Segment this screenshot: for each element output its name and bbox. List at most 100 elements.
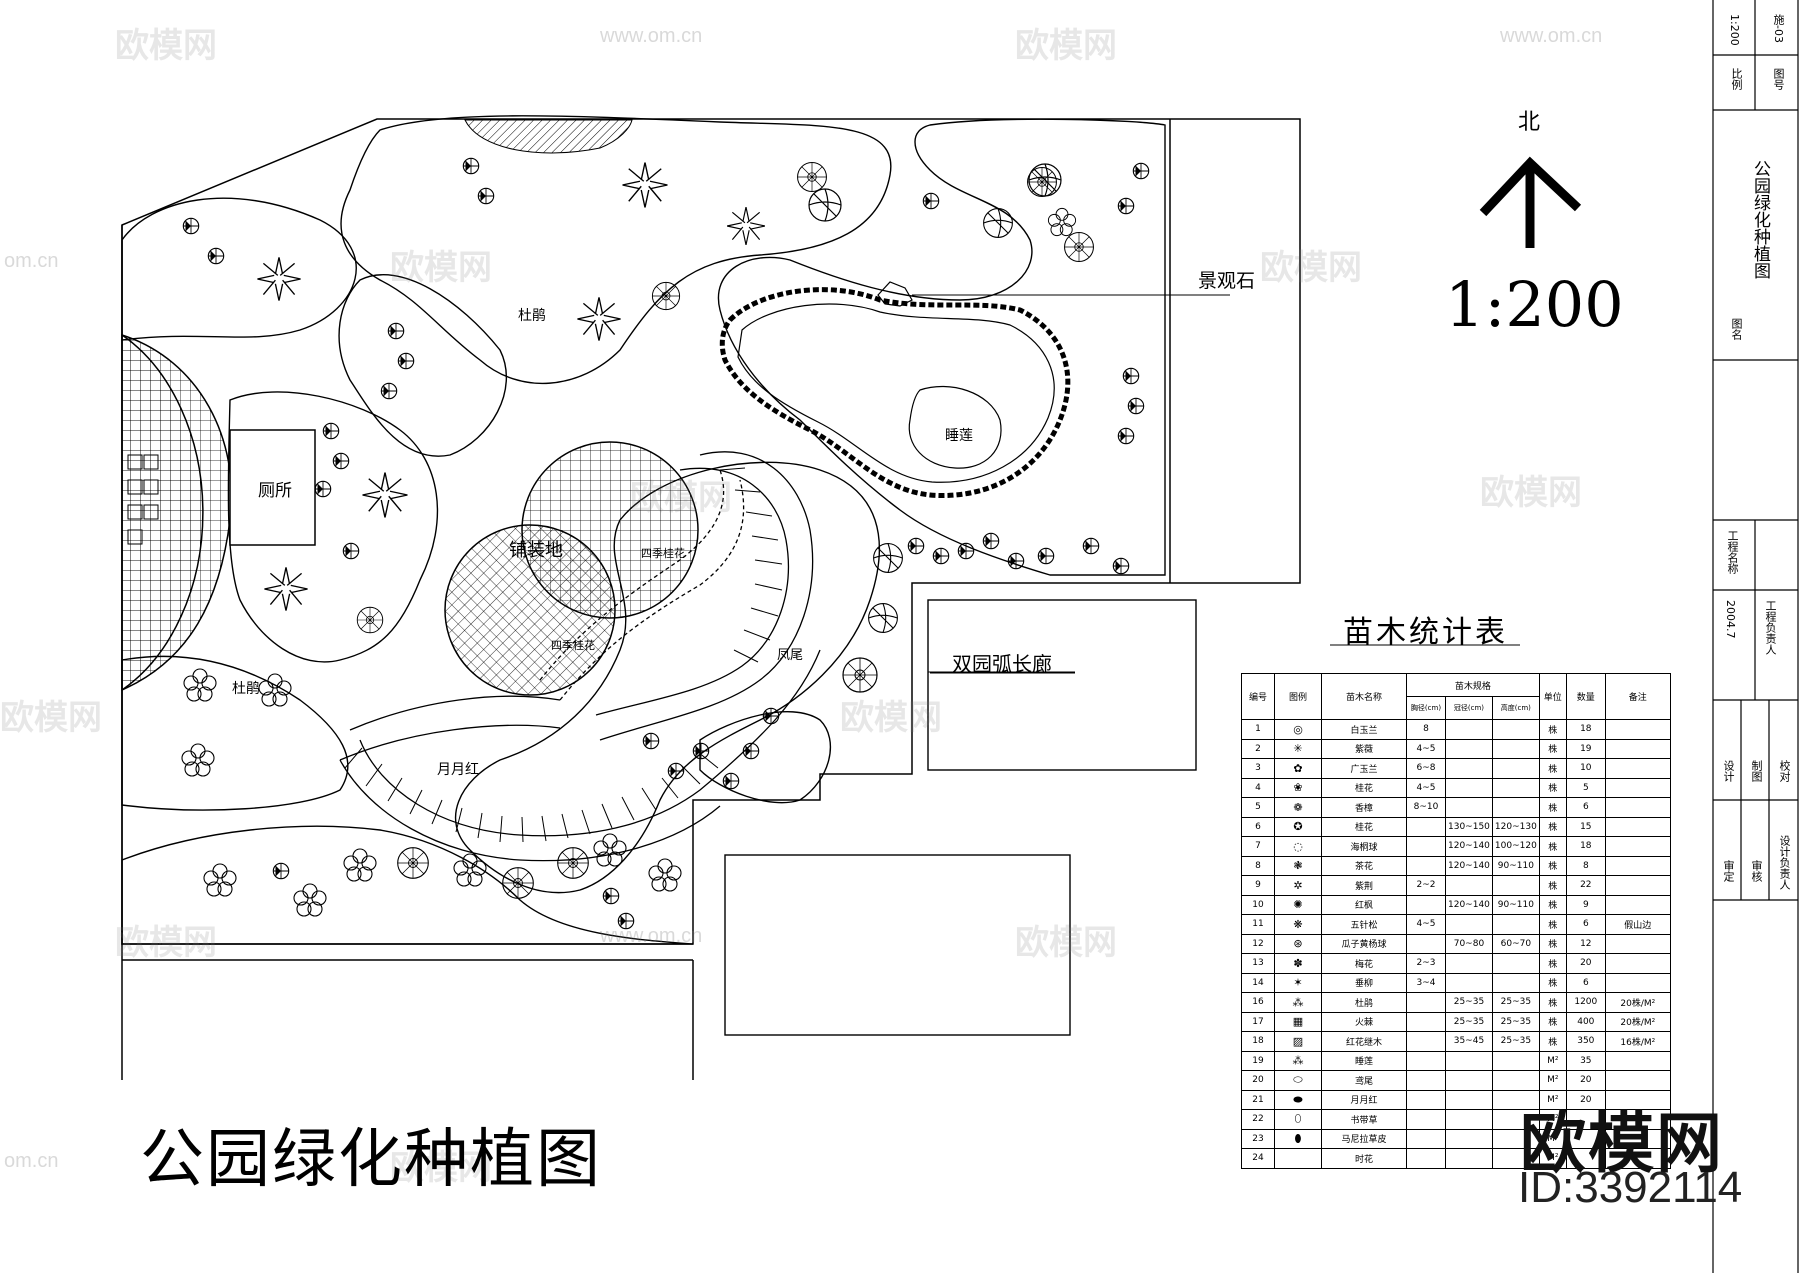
cell-unit: M² xyxy=(1538,1050,1567,1071)
cell-note xyxy=(1604,972,1671,993)
corridor-building xyxy=(724,599,1197,1036)
cell-spec-height xyxy=(1491,914,1540,935)
cell-qty: 18 xyxy=(1565,836,1606,857)
cell-spec-crown xyxy=(1445,738,1493,759)
cell-legend: ⬭ xyxy=(1274,1070,1322,1091)
cell-legend: ◎ xyxy=(1274,719,1322,740)
landscape-rock xyxy=(877,281,1230,307)
cell-name: 鸢尾 xyxy=(1321,1070,1407,1091)
cell-name: 红花继木 xyxy=(1321,1031,1407,1052)
cell-note xyxy=(1604,738,1671,759)
col-note: 备注 xyxy=(1604,673,1671,720)
watermark-url: www.om.cn xyxy=(1500,25,1603,47)
watermark-url: www.om.cn xyxy=(600,25,703,47)
cell-no: 14 xyxy=(1241,972,1275,993)
cell-legend: ▦ xyxy=(1274,1011,1322,1032)
cell-legend: ✶ xyxy=(1274,972,1322,993)
cell-no: 11 xyxy=(1241,914,1275,935)
cell-spec-dbh: 8~10 xyxy=(1406,797,1446,818)
cell-qty: 400 xyxy=(1565,1011,1606,1032)
cell-unit: 株 xyxy=(1538,1011,1567,1032)
cell-no: 17 xyxy=(1241,1011,1275,1032)
planting-beds xyxy=(121,115,1166,945)
cell-name: 月月红 xyxy=(1321,1089,1407,1110)
cell-spec-crown xyxy=(1445,1089,1493,1110)
cell-legend: ✪ xyxy=(1274,816,1322,837)
cell-legend: ⬯ xyxy=(1274,1109,1322,1130)
cell-spec-dbh xyxy=(1406,1031,1446,1052)
cell-qty: 9 xyxy=(1565,894,1606,915)
watermark-brand: 欧模网 xyxy=(390,248,492,288)
cell-unit: 株 xyxy=(1538,816,1567,837)
col-no: 编号 xyxy=(1241,673,1275,720)
cell-spec-height: 25~35 xyxy=(1491,1011,1540,1032)
cell-qty: 350 xyxy=(1565,1031,1606,1052)
cell-legend: ✲ xyxy=(1274,875,1322,896)
col-spec-sub: 胸径(cm) xyxy=(1406,696,1446,720)
cell-spec-dbh xyxy=(1406,894,1446,915)
cell-spec-crown xyxy=(1445,1050,1493,1071)
label-water-lily: 睡莲 xyxy=(945,428,973,444)
cell-note xyxy=(1604,1050,1671,1071)
cell-note xyxy=(1604,836,1671,857)
cell-spec-height: 25~35 xyxy=(1491,992,1540,1013)
cell-note xyxy=(1604,1148,1671,1169)
north-arrow xyxy=(1479,156,1582,248)
cell-name: 紫薇 xyxy=(1321,738,1407,759)
tb-approve: 审定 xyxy=(1722,860,1735,882)
cell-spec-crown xyxy=(1445,972,1493,993)
cell-legend: ❋ xyxy=(1274,914,1322,935)
cell-note: 20株/M² xyxy=(1604,1011,1671,1032)
cell-legend: ⁂ xyxy=(1274,1050,1322,1071)
cell-name: 马尼拉草皮 xyxy=(1321,1128,1407,1149)
cell-no: 1 xyxy=(1241,719,1275,740)
label-iris: 凤尾 xyxy=(777,648,804,663)
cell-qty: 1200 xyxy=(1565,992,1606,1013)
cell-legend: ⁂ xyxy=(1274,992,1322,1013)
watermark-brand: 欧模网 xyxy=(1480,473,1582,513)
cell-qty: 8 xyxy=(1565,855,1606,876)
cell-unit: 株 xyxy=(1538,1031,1567,1052)
cell-name: 时花 xyxy=(1321,1148,1407,1169)
cell-spec-height xyxy=(1491,1070,1540,1091)
col-spec: 苗木规格 xyxy=(1406,673,1540,697)
cell-legend: ▨ xyxy=(1274,1031,1322,1052)
cell-name: 桂花 xyxy=(1321,816,1407,837)
cell-spec-height xyxy=(1491,875,1540,896)
label-rose: 月月红 xyxy=(437,762,479,778)
cell-qty: 12 xyxy=(1565,933,1606,954)
cell-legend: ⬮ xyxy=(1274,1128,1322,1149)
cell-spec-dbh xyxy=(1406,1050,1446,1071)
cell-qty: 19 xyxy=(1565,738,1606,759)
cell-note xyxy=(1604,777,1671,798)
cell-qty: 20 xyxy=(1565,953,1606,974)
tb-owner: 工程负责人 xyxy=(1764,600,1777,655)
cell-note xyxy=(1604,855,1671,876)
cell-name: 梅花 xyxy=(1321,953,1407,974)
label-azalea: 杜鹃 xyxy=(518,308,546,324)
tb-drawing-name-label: 图名 xyxy=(1730,318,1743,340)
cell-spec-crown xyxy=(1445,777,1493,798)
cell-spec-crown: 120~140 xyxy=(1445,894,1493,915)
cell-spec-height: 90~110 xyxy=(1491,894,1540,915)
cell-unit: M² xyxy=(1538,1070,1567,1091)
cell-spec-height xyxy=(1491,972,1540,993)
cell-spec-crown xyxy=(1445,953,1493,974)
cell-spec-height xyxy=(1491,758,1540,779)
cell-legend: ❃ xyxy=(1274,855,1322,876)
cell-unit: 株 xyxy=(1538,797,1567,818)
cell-spec-height: 60~70 xyxy=(1491,933,1540,954)
watermark-brand: 欧模网 xyxy=(630,478,732,518)
tb-scale-value: 1:200 xyxy=(1728,14,1741,46)
cell-spec-height xyxy=(1491,738,1540,759)
